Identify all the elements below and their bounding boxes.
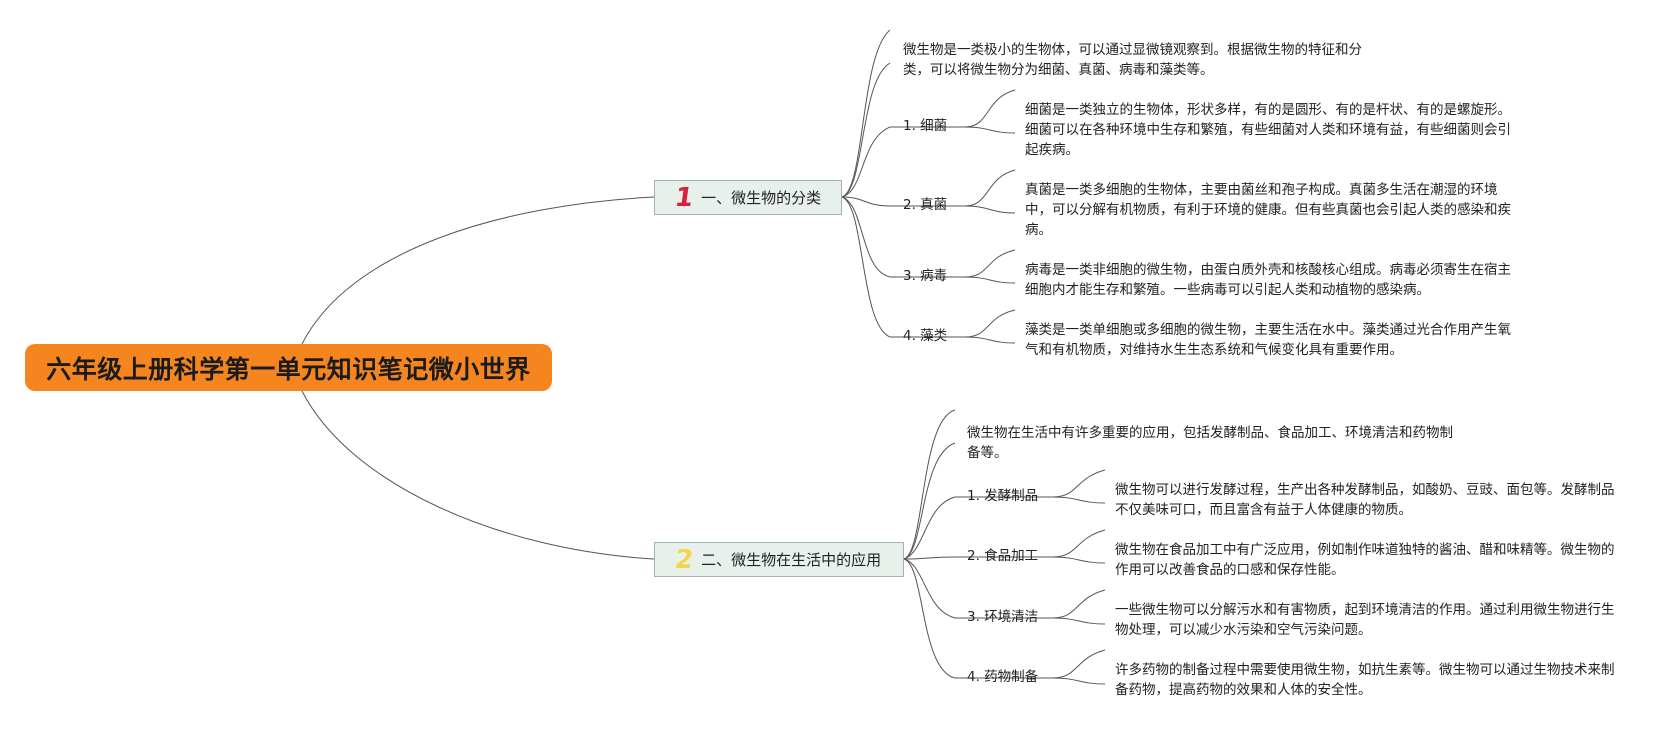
branch-1-topic-1[interactable]: 1. 细菌 [903,118,948,134]
branch-2-detail-3: 一些微生物可以分解污水和有害物质，起到环境清洁的作用。通过利用微生物进行生物处理… [1115,602,1615,638]
branch-number-1: 1 [672,182,696,213]
branch-2-topic-4[interactable]: 4. 药物制备 [967,669,1039,685]
branch-2-detail-2: 微生物在食品加工中有广泛应用，例如制作味道独特的酱油、醋和味精等。微生物的作用可… [1115,542,1615,578]
link-b1-t2 [841,196,891,207]
branch-1-topic-4[interactable]: 4. 藻类 [903,328,948,344]
root-node[interactable]: 六年级上册科学第一单元知识笔记微小世界 [25,344,552,391]
link-b1-intro2 [841,62,891,198]
branch-1-detail-1: 细菌是一类独立的生物体，形状多样，有的是圆形、有的是杆状、有的是螺旋形。细菌可以… [1025,102,1511,158]
branch-1-topic-3[interactable]: 3. 病毒 [903,268,948,284]
branch-1-intro: 微生物是一类极小的生物体，可以通过显微镜观察到。根据微生物的特征和分类，可以将微… [903,42,1362,78]
branch-2-intro: 微生物在生活中有许多重要的应用，包括发酵制品、食品加工、环境清洁和药物制备等。 [967,425,1453,461]
link-b2-t1 [903,496,956,560]
branch-2-detail-1: 微生物可以进行发酵过程，生产出各种发酵制品，如酸奶、豆豉、面包等。发酵制品不仅美… [1115,482,1615,518]
link-b2-intro [903,409,956,560]
link-root-branch-2 [301,390,655,560]
link-root-branch-1 [301,196,655,345]
branch-node-1[interactable]: 1 一、微生物的分类 [654,180,842,215]
link-b1-intro [841,29,891,198]
link-b2-t4 [903,558,956,679]
link-b1-t3 [841,196,891,278]
branch-title-2: 二、微生物在生活中的应用 [701,551,882,569]
branch-1-detail-4: 藻类是一类单细胞或多细胞的微生物，主要生活在水中。藻类通过光合作用产生氧气和有机… [1025,322,1511,358]
link-b1-t4 [841,196,891,338]
link-b1-t1 [841,126,891,198]
branch-title-1: 一、微生物的分类 [701,189,822,207]
branch-node-2[interactable]: 2 二、微生物在生活中的应用 [654,542,904,577]
branch-1-detail-2: 真菌是一类多细胞的生物体，主要由菌丝和孢子构成。真菌多生活在潮湿的环境中，可以分… [1025,182,1511,238]
branch-2-topic-3[interactable]: 3. 环境清洁 [967,609,1039,625]
link-b2-t2 [903,556,956,560]
link-b2-t3 [903,558,956,619]
branch-2-topic-1[interactable]: 1. 发酵制品 [967,488,1039,504]
branch-number-2: 2 [672,544,696,575]
branch-1-detail-3: 病毒是一类非细胞的微生物，由蛋白质外壳和核酸核心组成。病毒必须寄生在宿主细胞内才… [1025,262,1511,298]
branch-2-topic-2[interactable]: 2. 食品加工 [967,548,1039,564]
branch-2-detail-4: 许多药物的制备过程中需要使用微生物，如抗生素等。微生物可以通过生物技术来制备药物… [1115,662,1615,698]
branch-1-topic-2[interactable]: 2. 真菌 [903,197,948,213]
link-b2-intro2 [903,442,956,560]
